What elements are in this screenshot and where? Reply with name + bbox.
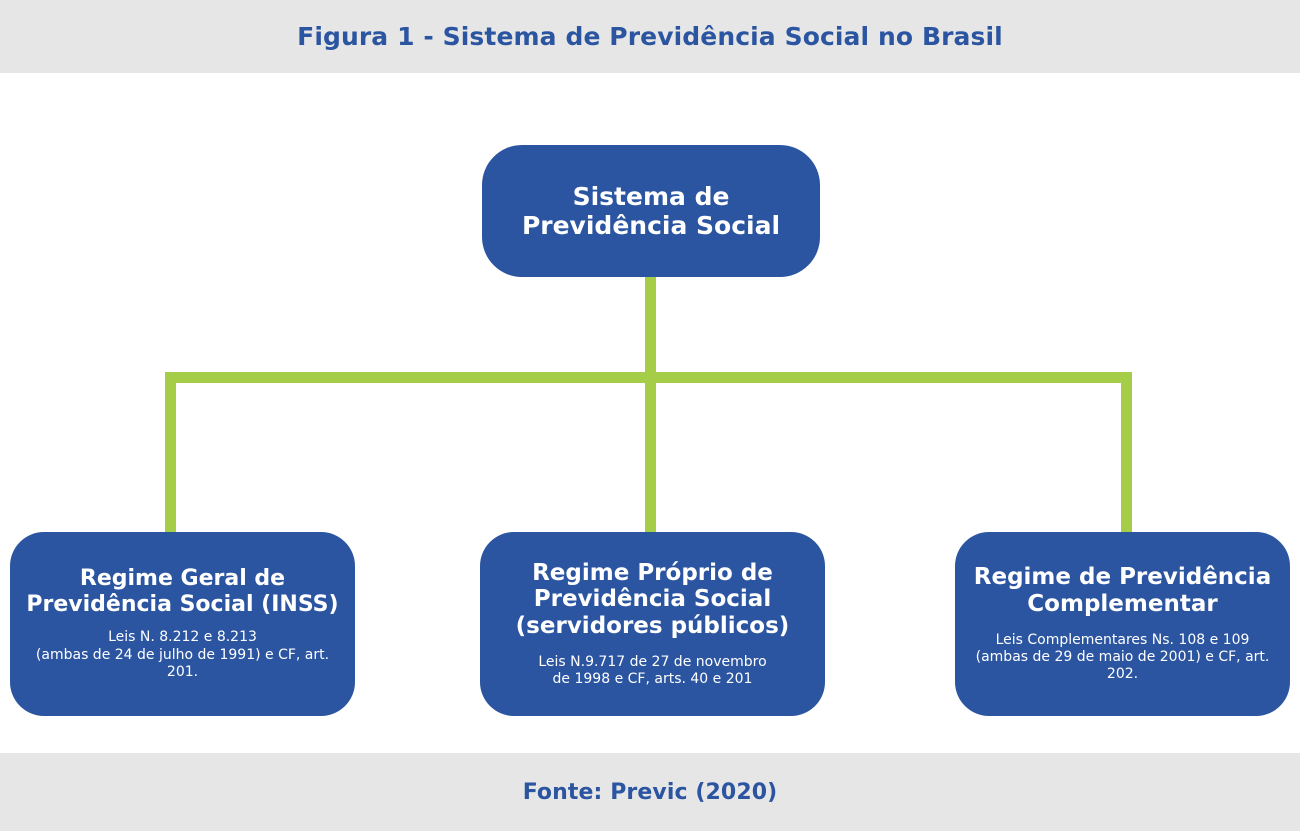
node-rpc-sub-line1: Leis Complementares Ns. 108 e 109	[995, 631, 1250, 648]
node-rpps-title-line1: Regime Próprio de	[532, 559, 773, 586]
node-regime-previdencia-complementar[interactable]: Regime de Previdência Complementar Leis …	[955, 532, 1290, 716]
node-rpc-title-line2: Complementar	[1027, 590, 1218, 617]
figure-source-band: Fonte: Previc (2020)	[0, 753, 1300, 831]
page-title: Figura 1 - Sistema de Previdência Social…	[297, 22, 1003, 51]
node-rpps-title-line3: (servidores públicos)	[515, 612, 790, 639]
node-rpps-sub-line2: de 1998 e CF, arts. 40 e 201	[552, 671, 753, 687]
connector-drop-left	[165, 372, 176, 607]
node-regime-proprio-previdencia-social[interactable]: Regime Próprio de Previdência Social (se…	[480, 532, 825, 716]
node-rpc-title-line1: Regime de Previdência	[973, 564, 1272, 591]
node-rpps-title: Regime Próprio de Previdência Social (se…	[516, 560, 790, 640]
node-rgps-title-line1: Regime Geral de	[79, 566, 286, 592]
node-rpps-sub-line1: Leis N.9.717 de 27 de novembro	[538, 653, 767, 670]
node-rpc-title: Regime de Previdência Complementar	[974, 564, 1271, 617]
node-rgps-title: Regime Geral de Previdência Social (INSS…	[26, 566, 338, 617]
source-caption: Fonte: Previc (2020)	[522, 779, 778, 805]
node-rpps-title-line2: Previdência Social	[533, 586, 772, 613]
diagram-canvas: Sistema de Previdência Social Regime Ger…	[0, 73, 1300, 753]
node-rgps-title-line2: Previdência Social (INSS)	[26, 591, 339, 617]
node-root-title: Sistema de Previdência Social	[522, 182, 780, 240]
node-rpc-sub-line2: (ambas de 29 de maio de 2001) e CF, art.…	[975, 648, 1270, 683]
node-rgps-sub-line1: Leis N. 8.212 e 8.213	[108, 629, 257, 646]
node-rpc-subtitle: Leis Complementares Ns. 108 e 109 (ambas…	[965, 632, 1280, 684]
node-rgps-subtitle: Leis N. 8.212 e 8.213 (ambas de 24 de ju…	[20, 629, 345, 681]
node-root-title-line2: Previdência Social	[521, 211, 781, 240]
node-rpps-subtitle: Leis N.9.717 de 27 de novembro de 1998 e…	[538, 654, 766, 689]
node-regime-geral-previdencia-social-inss[interactable]: Regime Geral de Previdência Social (INSS…	[10, 532, 355, 716]
connector-drop-right	[1121, 372, 1132, 607]
connector-root-trunk	[645, 265, 656, 375]
node-rgps-sub-line2: (ambas de 24 de julho de 1991) e CF, art…	[35, 646, 330, 681]
figure-title-band: Figura 1 - Sistema de Previdência Social…	[0, 0, 1300, 73]
connector-drop-center	[645, 372, 656, 607]
node-root-title-line1: Sistema de	[572, 182, 730, 211]
node-sistema-previdencia-social[interactable]: Sistema de Previdência Social	[482, 145, 820, 277]
